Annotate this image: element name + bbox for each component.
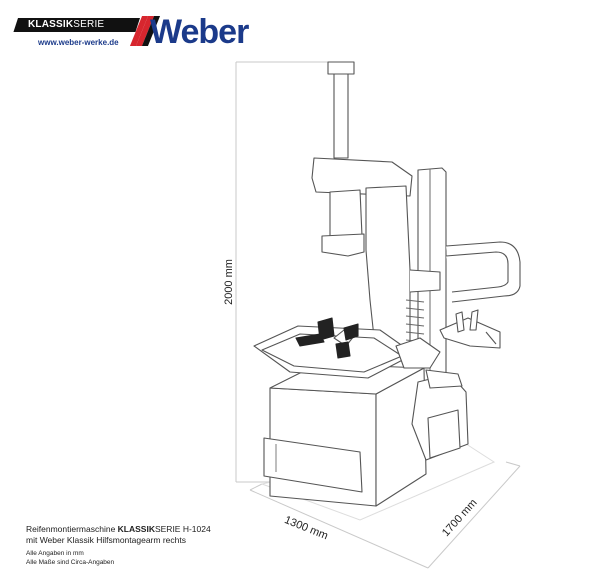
clamp-jaw-4: [335, 341, 351, 359]
bead-breaker-shoe: [425, 369, 463, 389]
cabinet-front-panel: [263, 437, 363, 493]
logo-series-bold: KLASSIK: [28, 19, 74, 30]
mounting-head: [321, 233, 365, 257]
caption-subtitle: mit Weber Klassik Hilfsmontagearm rechts: [26, 535, 186, 545]
height-label: 2000 mm: [223, 259, 235, 305]
clamp-jaw-3: [343, 323, 359, 341]
caption-note-approx: Alle Maße sind Circa-Angaben: [26, 559, 115, 566]
width-extension-left: [249, 483, 263, 491]
caption-title: Reifenmontiermaschine KLASSIKSERIE H-102…: [26, 524, 326, 535]
caption-title-suffix: SERIE H-1024: [154, 524, 211, 534]
depth-dimension-line: [427, 465, 521, 569]
clamp-jaw-2: [295, 333, 325, 347]
caption-note-units: Alle Angaben in mm: [26, 550, 84, 557]
tower-arm-joint: [409, 269, 441, 293]
caption: Reifenmontiermaschine KLASSIKSERIE H-102…: [26, 524, 326, 567]
caption-title-prefix: Reifenmontiermaschine: [26, 524, 118, 534]
machine: [253, 61, 521, 507]
mounting-post: [333, 65, 349, 159]
caption-title-bold: KLASSIK: [117, 524, 155, 534]
assist-arm-tool-2: [469, 309, 479, 331]
logo-website: www.weber-werke.de: [38, 38, 119, 47]
mounting-post-cap: [327, 61, 355, 75]
logo-series-label: KLASSIKSERIE: [28, 19, 104, 31]
assist-arm-tool-1: [455, 311, 465, 333]
logo-series-regular: SERIE: [73, 19, 105, 30]
mounting-head-body: [329, 189, 363, 239]
pedal-cover: [427, 409, 461, 459]
bead-breaker-pivot: [395, 337, 441, 369]
width-dimension-line: [249, 489, 429, 569]
assist-arm-inner: [445, 251, 509, 293]
weber-logo: KLASSIKSERIE www.weber-werke.de Weber: [13, 12, 278, 52]
assist-arm-tool-tray: [439, 317, 501, 349]
depth-extension-right: [505, 461, 521, 467]
assist-arm-tool-3: [485, 331, 497, 345]
logo-wordmark: Weber: [150, 13, 249, 51]
